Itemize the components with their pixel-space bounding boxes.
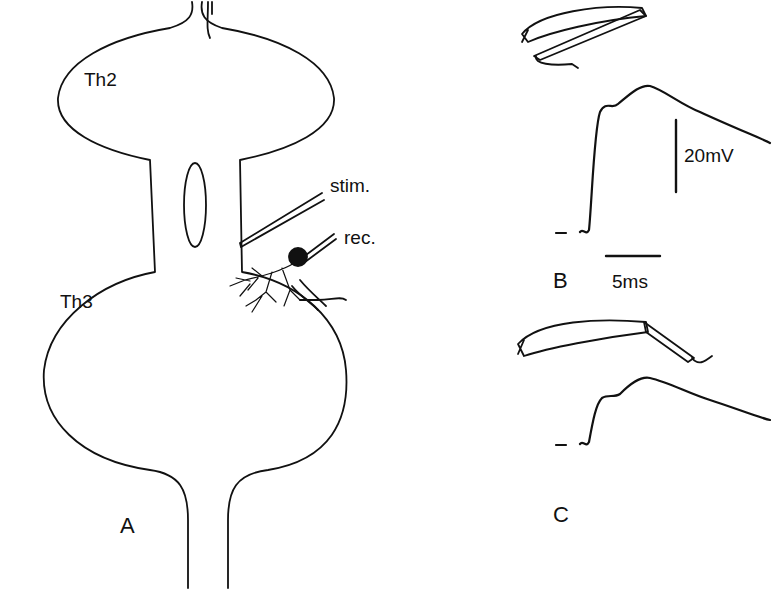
scale-label: 20mV bbox=[684, 146, 734, 165]
epsp-trace bbox=[556, 378, 770, 445]
leg-tarsus bbox=[692, 356, 712, 362]
ganglion-notch bbox=[208, 2, 213, 38]
neuron-dendrites bbox=[230, 262, 300, 312]
electrode-label: stim. bbox=[330, 176, 370, 195]
electrode-label: rec. bbox=[344, 228, 376, 247]
panel-label: C bbox=[553, 504, 569, 526]
neuron-axon bbox=[292, 280, 326, 310]
scale-bar-mv bbox=[675, 120, 677, 192]
epsp-trace bbox=[556, 86, 770, 233]
ganglion-label: Th3 bbox=[60, 292, 93, 311]
ganglion-outline bbox=[44, 2, 347, 588]
connective-hole bbox=[184, 163, 206, 247]
stim-electrode bbox=[240, 193, 324, 247]
leg-tibia bbox=[644, 322, 694, 362]
leg-femur bbox=[518, 320, 648, 356]
panel-label: A bbox=[120, 515, 135, 537]
ganglion-label: Th2 bbox=[84, 70, 117, 89]
panel-label: B bbox=[553, 270, 568, 292]
leg-tibia bbox=[534, 10, 646, 60]
nerve bbox=[300, 298, 346, 300]
neuron-soma bbox=[289, 248, 307, 266]
scale-label: 5ms bbox=[612, 272, 648, 291]
scale-bar-ms bbox=[606, 255, 660, 257]
leg-tarsus bbox=[536, 56, 578, 68]
